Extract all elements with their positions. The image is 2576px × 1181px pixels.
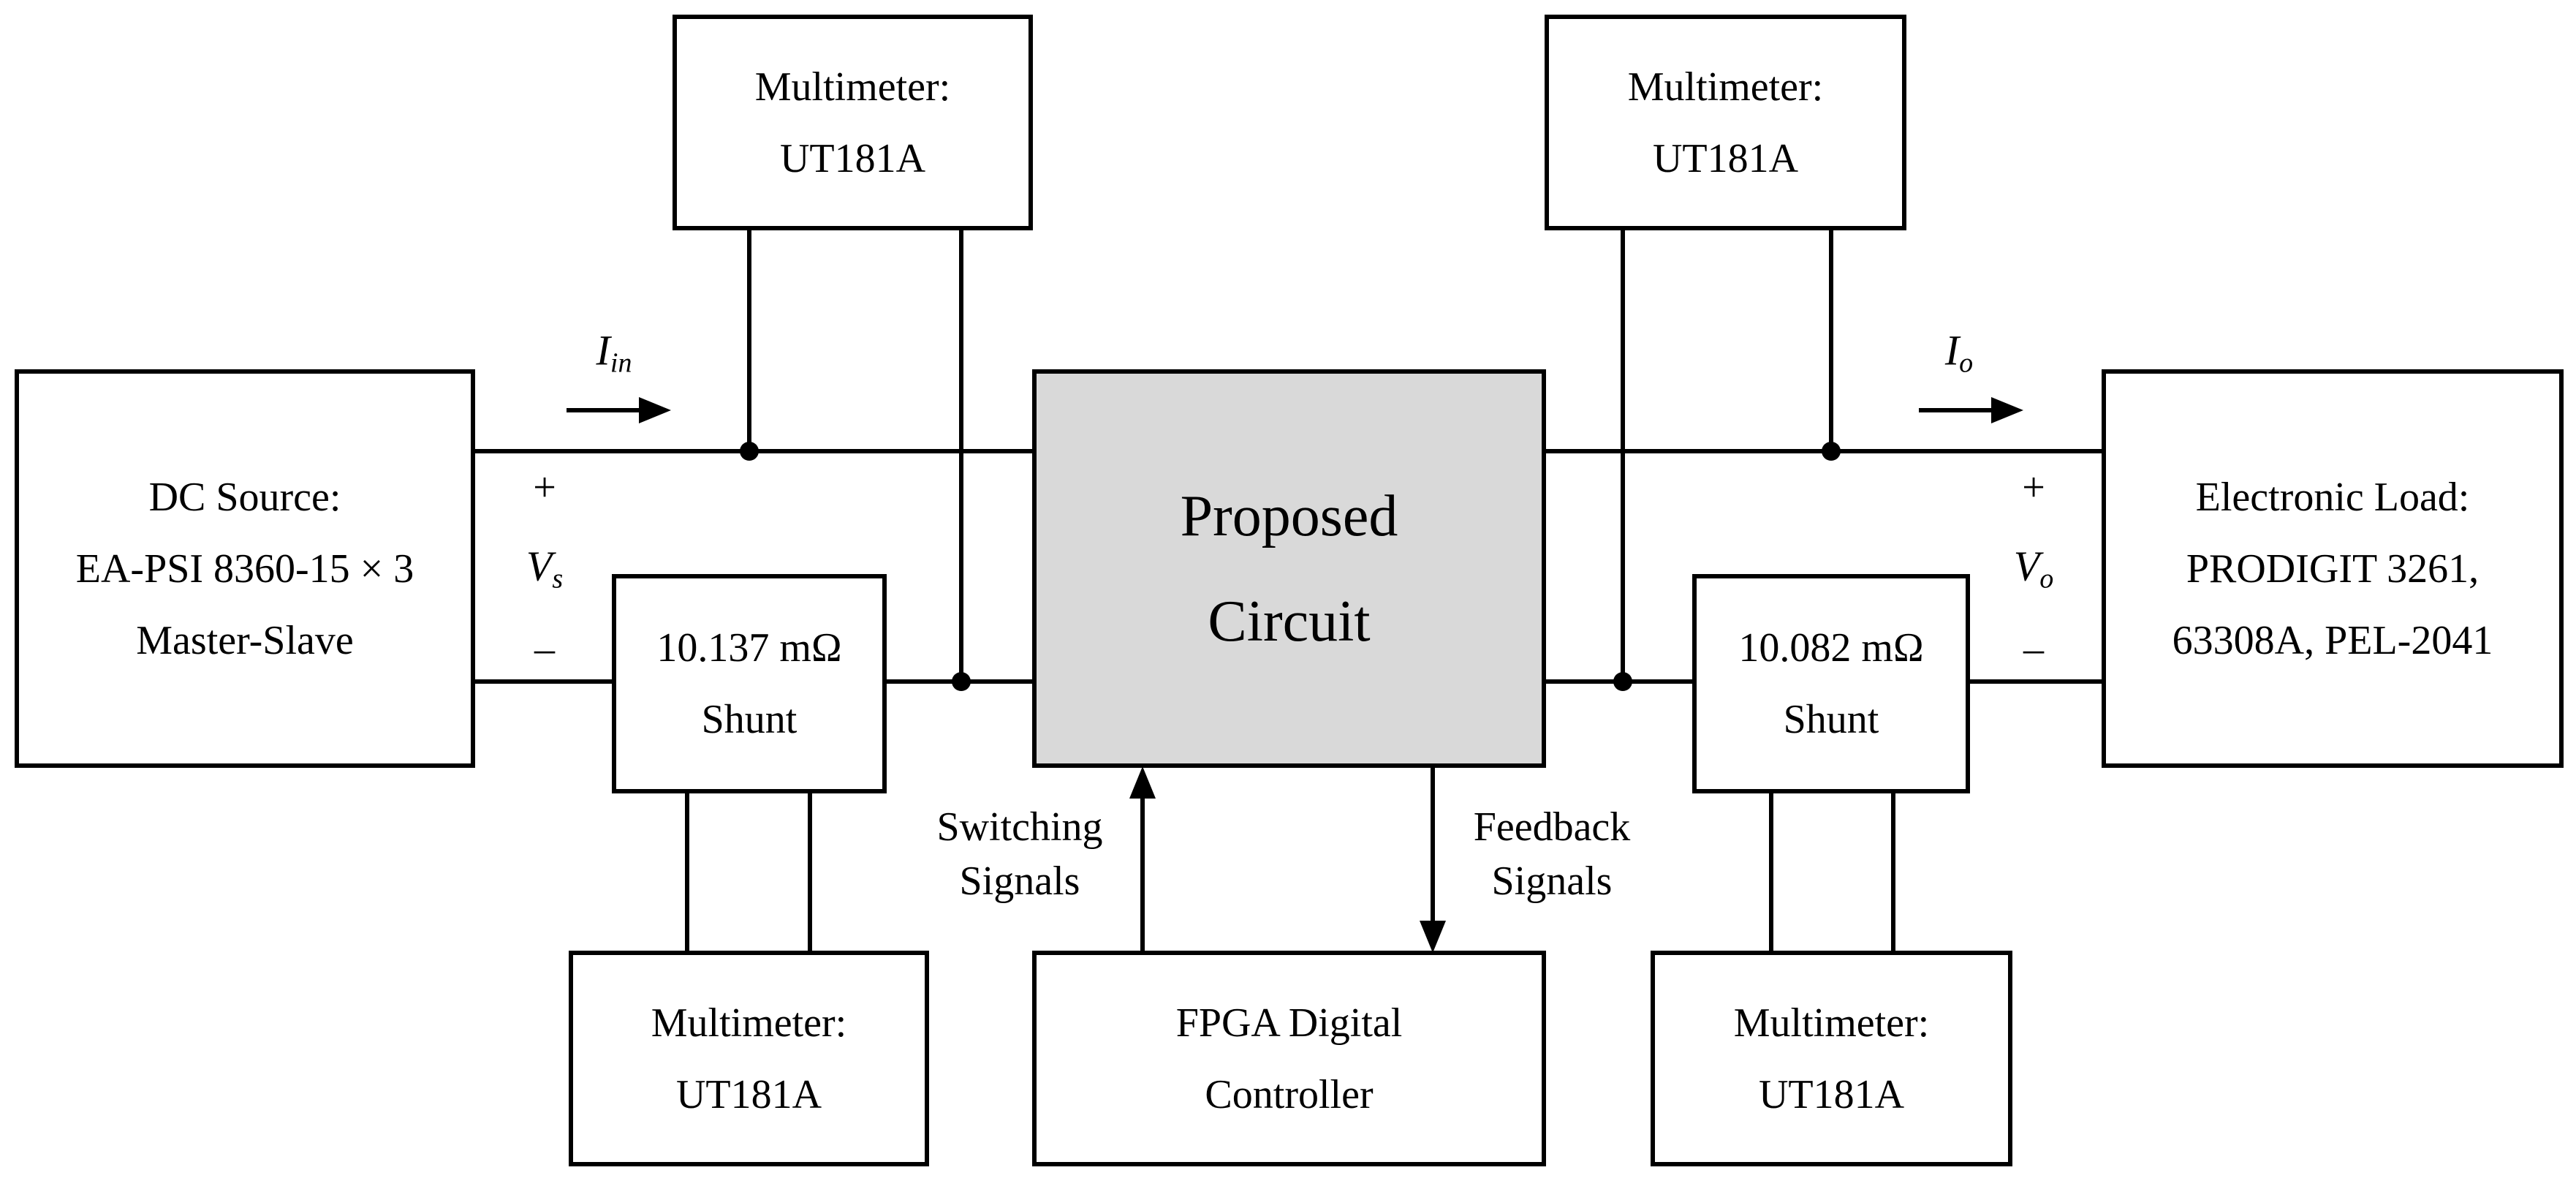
junction-dot [1613, 672, 1632, 691]
source-voltage-subscript: s [552, 563, 564, 595]
switching-signals-line1: Switching [936, 804, 1103, 850]
switching-signal-arrowhead [1129, 766, 1156, 799]
output-shunt-value: 10.082 mΩ [1738, 625, 1924, 671]
output-current-arrowhead [1991, 397, 2023, 423]
proposed-circuit-line2: Circuit [1208, 589, 1371, 654]
feedback-signals-line1: Feedback [1473, 804, 1631, 850]
multimeter-input-current-block: Multimeter: UT181A [569, 951, 929, 1166]
multimeter-model: UT181A [779, 135, 926, 181]
dc-source-block: DC Source: EA-PSI 8360-15 × 3 Master-Sla… [15, 369, 475, 768]
fpga-controller-block: FPGA Digital Controller [1032, 951, 1546, 1166]
output-current-subscript: o [1959, 347, 1974, 379]
source-minus-sign: – [534, 626, 555, 671]
load-plus-sign: + [2022, 465, 2045, 510]
multimeter-label: Multimeter: [1627, 64, 1824, 110]
multimeter-model: UT181A [1758, 1071, 1905, 1117]
fpga-controller-line1: FPGA Digital [1175, 1000, 1403, 1046]
input-shunt-block: 10.137 mΩ Shunt [612, 574, 887, 793]
dc-source-title: DC Source: [148, 474, 341, 520]
input-current-symbol: I [596, 326, 610, 374]
proposed-circuit-line1: Proposed [1180, 483, 1398, 548]
multimeter-model: UT181A [1652, 135, 1799, 181]
feedback-signals-label: Feedback Signals [1474, 807, 1631, 902]
electronic-load-model-1: PRODIGIT 3261, [2186, 546, 2480, 592]
feedback-signals-line2: Signals [1491, 859, 1613, 904]
multimeter-label: Multimeter: [1733, 1000, 1930, 1046]
switching-signals-label: Switching Signals [936, 807, 1102, 902]
source-plus-sign: + [533, 465, 556, 510]
input-shunt-value: 10.137 mΩ [656, 625, 842, 671]
multimeter-input-voltage-block: Multimeter: UT181A [673, 15, 1033, 230]
multimeter-output-voltage-block: Multimeter: UT181A [1545, 15, 1906, 230]
output-voltage-label: Vo [2014, 542, 2053, 595]
fpga-controller-line2: Controller [1205, 1071, 1374, 1117]
input-current-subscript: in [610, 347, 632, 379]
feedback-signal-arrowhead [1420, 921, 1446, 953]
multimeter-model: UT181A [675, 1071, 822, 1117]
multimeter-label: Multimeter: [651, 1000, 847, 1046]
junction-dot [740, 442, 759, 461]
multimeter-output-current-block: Multimeter: UT181A [1651, 951, 2012, 1166]
output-shunt-block: 10.082 mΩ Shunt [1692, 574, 1970, 793]
electronic-load-model-2: 63308A, PEL-2041 [2172, 617, 2493, 663]
dc-source-mode: Master-Slave [136, 617, 354, 663]
dc-source-model: EA-PSI 8360-15 × 3 [75, 546, 414, 592]
electronic-load-block: Electronic Load: PRODIGIT 3261, 63308A, … [2102, 369, 2564, 768]
output-current-symbol: I [1944, 326, 1960, 374]
switching-signals-line2: Signals [959, 859, 1080, 904]
output-shunt-label: Shunt [1783, 697, 1879, 742]
multimeter-label: Multimeter: [754, 64, 951, 110]
electronic-load-title: Electronic Load: [2195, 474, 2470, 520]
output-voltage-symbol: V [2013, 542, 2040, 590]
junction-dot [1822, 442, 1841, 461]
output-voltage-subscript: o [2039, 563, 2054, 595]
input-shunt-label: Shunt [701, 697, 798, 742]
source-voltage-symbol: V [526, 542, 553, 590]
junction-dot [952, 672, 971, 691]
proposed-circuit-block: Proposed Circuit [1032, 369, 1546, 768]
input-current-arrowhead [639, 397, 671, 423]
load-minus-sign: – [2023, 626, 2044, 671]
output-current-label: Io [1945, 326, 1973, 380]
source-voltage-label: Vs [526, 542, 563, 595]
input-current-label: Iin [596, 326, 632, 380]
